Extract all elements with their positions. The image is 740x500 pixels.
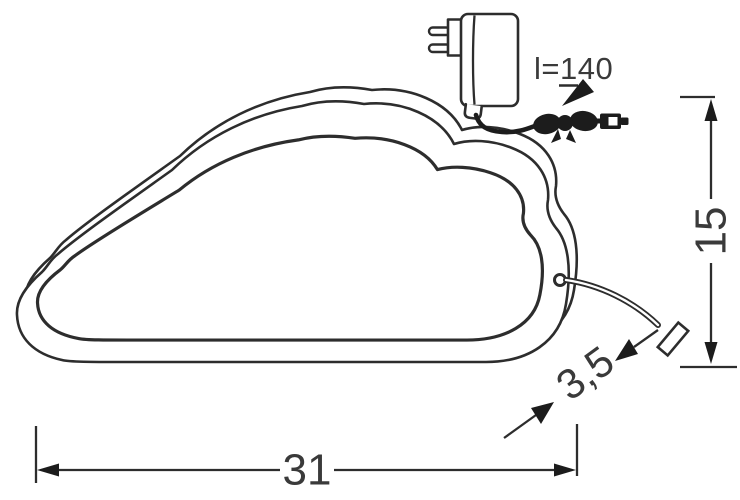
width-arrow-right-icon	[554, 463, 576, 477]
cable-length-label: l=140	[534, 51, 613, 86]
adapter-cable	[473, 112, 543, 135]
plug-base	[446, 18, 464, 57]
cloud-lamp	[15, 85, 691, 364]
lamp-dc-connector-icon	[655, 320, 691, 358]
dim-cable-length: l=140	[534, 51, 613, 106]
power-adapter	[427, 12, 629, 143]
cloud-outer-outline	[15, 99, 571, 364]
width-arrow-left-icon	[37, 463, 59, 477]
depth-label: 3,5	[548, 337, 623, 409]
dim-width: 31	[34, 424, 579, 495]
height-arrow-up-icon	[704, 99, 718, 121]
adapter-cable-boot	[463, 102, 484, 120]
adapter-body-edge	[471, 15, 476, 105]
cloud-front-face-outline	[37, 136, 542, 340]
dim-height: 15	[680, 95, 737, 369]
depth-shaft-upper	[633, 329, 659, 348]
adapter-body	[459, 12, 520, 108]
depth-shaft-lower	[503, 414, 537, 439]
depth-arrow-upright-icon	[531, 402, 554, 424]
lamp-cable	[563, 277, 661, 328]
adapter-dc-connector-icon	[600, 113, 629, 129]
lamp-cable-core	[564, 278, 660, 327]
width-label: 31	[283, 446, 332, 495]
cable-knot-icon	[533, 110, 603, 143]
height-arrow-down-icon	[704, 342, 718, 364]
depth-arrow-downleft-icon	[615, 339, 638, 361]
height-label: 15	[687, 207, 736, 256]
cable-length-arrowhead-icon	[562, 79, 594, 106]
